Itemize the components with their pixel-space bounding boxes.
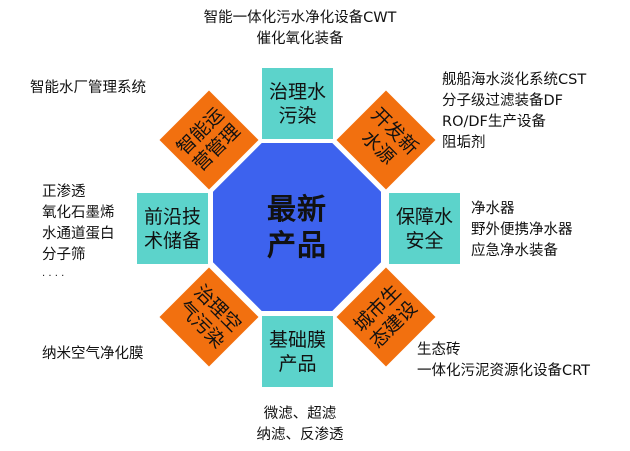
note-line: 氧化石墨烯 xyxy=(42,205,115,221)
note-line: 应急净水装备 xyxy=(471,243,558,259)
box-label: 前沿技 xyxy=(143,205,201,228)
center-title-line1: 最新 xyxy=(266,192,327,226)
box-label: 基础膜 xyxy=(268,328,326,351)
note-bottom-right: 生态砖 一体化污泥资源化设备CRT xyxy=(417,340,590,382)
box-water-pollution: 治理水 污染 xyxy=(262,68,333,139)
note-line: 阻垢剂 xyxy=(442,135,486,151)
box-label: 安全 xyxy=(405,229,444,252)
note-top-left: 智能水厂管理系统 xyxy=(30,78,146,99)
note-line: 水通道蛋白 xyxy=(42,226,115,242)
center-title-line2: 产品 xyxy=(266,228,327,262)
note-line: 纳米空气净化膜 xyxy=(42,346,144,362)
note-line: RO/DF生产设备 xyxy=(442,114,546,130)
box-label: 污染 xyxy=(278,104,317,127)
note-line: 一体化污泥资源化设备CRT xyxy=(417,363,591,379)
note-line: 生态砖 xyxy=(417,342,461,358)
center-octagon: 最新 产品 xyxy=(213,143,381,311)
note-top: 智能一体化污水净化设备CWT 催化氧化装备 xyxy=(150,8,450,50)
note-line: 微滤、超滤 xyxy=(263,406,337,422)
note-line: 纳滤、反渗透 xyxy=(256,427,344,443)
box-water-safety: 保障水 安全 xyxy=(389,193,460,264)
note-line: 野外便携净水器 xyxy=(471,222,573,238)
note-line: 智能一体化污水净化设备CWT xyxy=(203,10,397,26)
note-left: 正渗透 氧化石墨烯 水通道蛋白 分子筛 · · · · xyxy=(42,182,115,287)
note-line: 舰船海水淡化系统CST xyxy=(442,72,587,88)
note-line: · · · · xyxy=(42,271,65,282)
note-line: 净水器 xyxy=(471,201,515,217)
note-right: 净水器 野外便携净水器 应急净水装备 xyxy=(471,199,573,262)
box-membrane-products: 基础膜 产品 xyxy=(262,316,333,387)
note-line: 智能水厂管理系统 xyxy=(30,80,146,96)
box-label: 治理水 xyxy=(268,80,326,103)
note-line: 分子筛 xyxy=(42,247,86,263)
box-label: 保障水 xyxy=(395,205,453,228)
note-line: 分子级过滤装备DF xyxy=(442,93,564,109)
note-bottom: 微滤、超滤 纳滤、反渗透 xyxy=(200,404,400,446)
note-line: 催化氧化装备 xyxy=(256,31,344,47)
box-frontier-tech: 前沿技 术储备 xyxy=(137,193,208,264)
note-top-right: 舰船海水淡化系统CST 分子级过滤装备DF RO/DF生产设备 阻垢剂 xyxy=(442,70,586,154)
box-label: 术储备 xyxy=(143,229,201,252)
box-label: 产品 xyxy=(278,352,317,375)
note-bottom-left: 纳米空气净化膜 xyxy=(42,344,144,365)
note-line: 正渗透 xyxy=(42,184,86,200)
